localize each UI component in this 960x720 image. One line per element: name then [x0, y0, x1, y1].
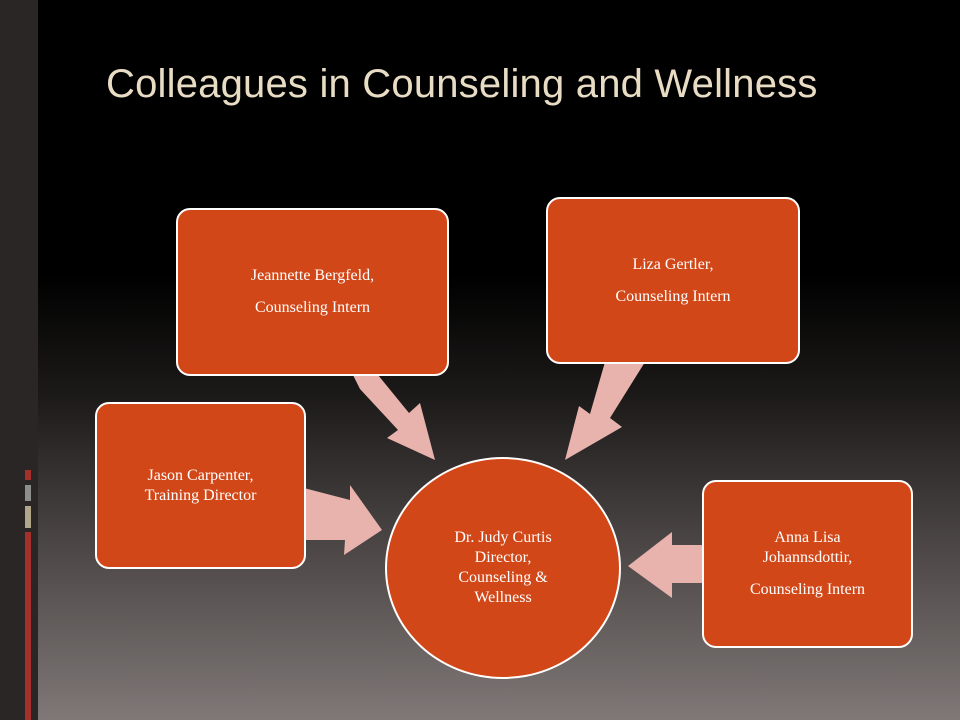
- node-name-line2: Johannsdottir,: [762, 549, 853, 566]
- node-role: Counseling Intern: [615, 287, 731, 305]
- arrow-from-anna: [628, 532, 703, 598]
- accent-bar-gray: [25, 485, 31, 501]
- node-name: Jeannette Bergfeld,: [250, 267, 375, 284]
- node-name: Liza Gertler,: [632, 255, 714, 273]
- center-line-4: Wellness: [474, 589, 532, 606]
- node-role: Counseling Intern: [749, 581, 866, 598]
- node-jeannette-bergfeld: Jeannette Bergfeld, Counseling Intern: [176, 208, 449, 376]
- node-role: Counseling Intern: [254, 299, 371, 316]
- arrow-from-jeannette: [353, 375, 435, 460]
- node-name-line1: Anna Lisa: [774, 529, 841, 546]
- node-liza-gertler: Liza Gertler, Counseling Intern: [546, 197, 800, 364]
- center-line-2: Director,: [474, 549, 532, 566]
- accent-bar-tan: [25, 506, 31, 528]
- node-role: Training Director: [144, 486, 257, 504]
- center-node-judy-curtis: Dr. Judy Curtis Director, Counseling & W…: [385, 457, 621, 679]
- arrow-from-liza: [565, 362, 645, 460]
- node-anna-lisa-johannsdottir: Anna Lisa Johannsdottir, Counseling Inte…: [702, 480, 913, 648]
- arrow-from-jason: [300, 485, 382, 555]
- node-name: Jason Carpenter,: [147, 466, 254, 484]
- accent-bar-red: [25, 470, 31, 480]
- center-line-1: Dr. Judy Curtis: [454, 529, 552, 546]
- node-jason-carpenter: Jason Carpenter, Training Director: [95, 402, 306, 569]
- slide-title: Colleagues in Counseling and Wellness: [106, 62, 818, 106]
- left-accent-strip: [0, 0, 38, 720]
- accent-bar-red-long: [25, 532, 31, 720]
- center-line-3: Counseling &: [458, 569, 548, 586]
